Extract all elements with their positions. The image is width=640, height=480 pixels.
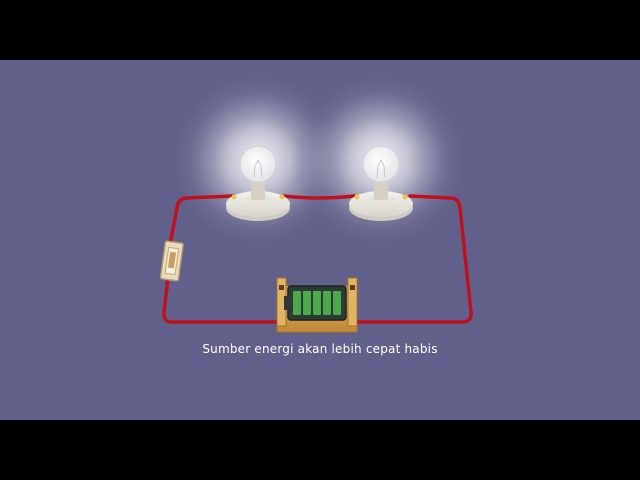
video-caption: Sumber energi akan lebih cepat habis: [202, 342, 438, 356]
bulb-right: [349, 145, 413, 221]
bulb-left: [226, 145, 290, 221]
battery-charge-level: [293, 291, 341, 315]
circuit-diagram: [159, 72, 473, 333]
animation-scene: Sumber energi akan lebih cepat habis: [0, 60, 640, 420]
circuit-wire: [162, 194, 473, 324]
switch: [159, 240, 184, 282]
battery: [284, 285, 347, 321]
